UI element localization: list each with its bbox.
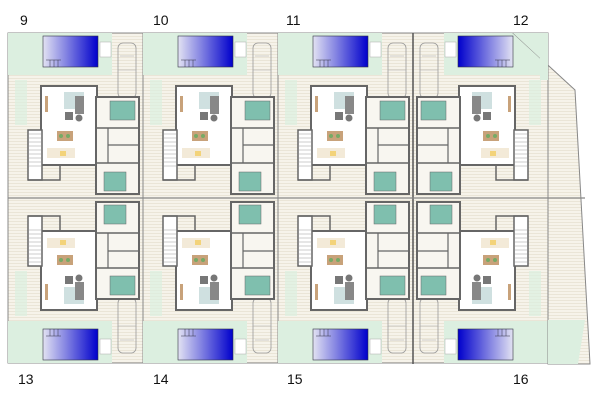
lot-13-plan	[7, 197, 144, 364]
lot-number-14: 14	[153, 371, 169, 387]
side-garden-bottom	[548, 320, 585, 364]
lot-10-plan	[142, 32, 279, 199]
lot-11-plan	[277, 32, 414, 199]
lot-15-plan	[277, 197, 414, 364]
lot-number-11: 11	[286, 12, 301, 28]
lot-12-plan	[412, 32, 549, 199]
lot-number-9: 9	[20, 12, 28, 28]
lot-number-10: 10	[153, 12, 169, 28]
lot-number-16: 16	[513, 371, 529, 387]
side-garden-top	[513, 33, 548, 80]
lot-number-13: 13	[18, 371, 34, 387]
lot-number-15: 15	[287, 371, 303, 387]
lot-16-plan	[412, 197, 549, 364]
lot-number-12: 12	[513, 12, 529, 28]
lot-9-plan	[7, 32, 144, 199]
lot-14-plan	[142, 197, 279, 364]
